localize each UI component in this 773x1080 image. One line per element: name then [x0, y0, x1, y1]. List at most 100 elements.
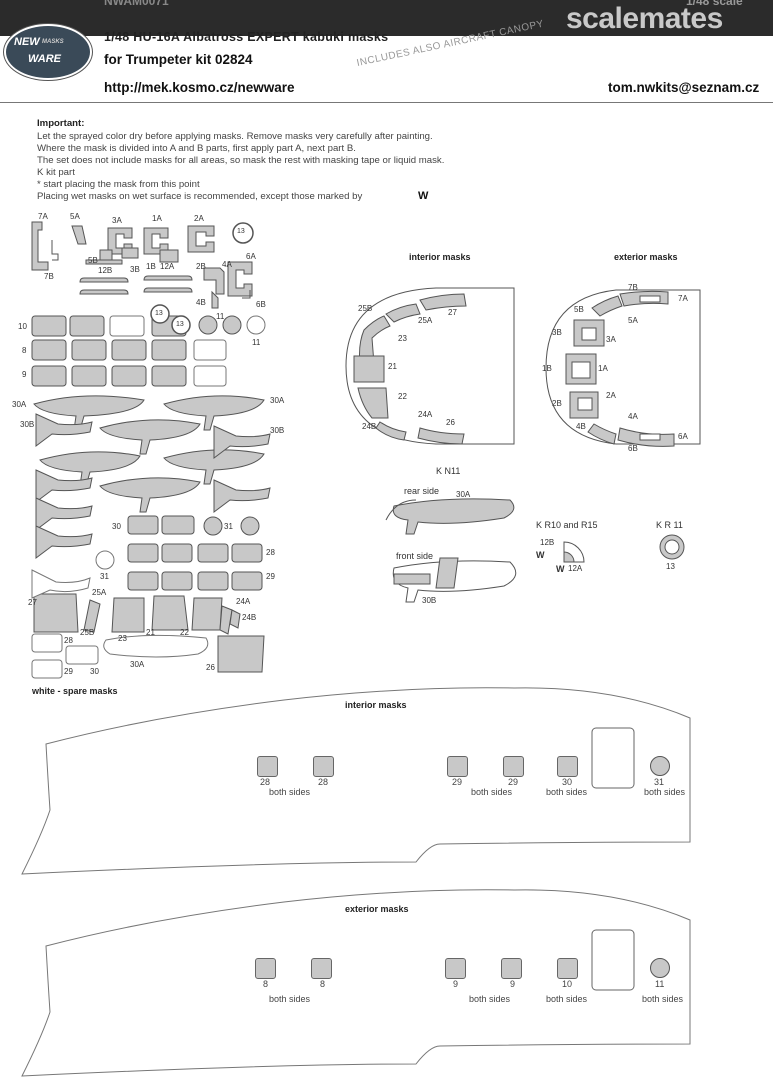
mask-square: [445, 958, 466, 979]
part-label: 31: [224, 522, 233, 531]
mask-caption: both sides: [469, 994, 511, 1004]
part-label: 4A: [628, 412, 638, 421]
exterior-diagram-title: exterior masks: [614, 252, 678, 262]
instruction-line: * start placing the mask from this point: [37, 179, 200, 190]
mask-caption: both sides: [546, 787, 588, 797]
instruction-line: Placing wet masks on wet surface is reco…: [37, 191, 363, 202]
part-label: 2A: [606, 391, 616, 400]
logo-text-mid: MASKS: [42, 39, 64, 45]
part-label: 23: [118, 634, 127, 643]
rear-side-label: rear side: [404, 486, 440, 496]
part-label: 29: [64, 667, 73, 676]
part-label: 3B: [552, 328, 562, 337]
part-label: 7A: [678, 294, 688, 303]
part-label: 31: [100, 572, 109, 581]
kit-part-kn11: K N11: [436, 466, 461, 476]
part-label: 1A: [152, 214, 162, 223]
header-divider: [0, 102, 773, 103]
part-label: 7B: [628, 283, 638, 292]
mask-caption: both sides: [269, 787, 311, 797]
logo-text-top: NEW: [14, 36, 40, 48]
part-label: 7B: [44, 272, 54, 281]
mask-square: [557, 756, 578, 777]
instruction-line: Let the sprayed color dry before applyin…: [37, 131, 433, 142]
kit-part-kr10: K R10 and R15: [536, 520, 598, 530]
part-label: 24A: [418, 410, 433, 419]
part-label: 24B: [242, 613, 257, 622]
part-label: 2B: [552, 399, 562, 408]
mask-caption: both sides: [644, 787, 686, 797]
part-label: 27: [28, 598, 37, 607]
website-url: http://mek.kosmo.cz/newware: [104, 80, 295, 95]
mask-square: [503, 756, 524, 777]
part-label: 25A: [418, 316, 433, 325]
interior-diagram-title: interior masks: [409, 252, 471, 262]
product-code: NWAM0071: [104, 0, 169, 8]
product-title: 1/48 HU-16A Albatross EXPERT kabuki mask…: [104, 30, 389, 44]
part-label: 8: [22, 346, 27, 355]
w-mark: W: [556, 564, 565, 574]
part-label: 12A: [160, 262, 175, 271]
kit-part-kr11: K R 11: [656, 520, 683, 530]
mask-caption: both sides: [269, 994, 311, 1004]
part-label: 3A: [606, 335, 616, 344]
mask-square: [557, 958, 578, 979]
instructions-heading: Important:: [37, 118, 85, 129]
part-label: 25B: [358, 304, 373, 313]
part-label: 24A: [236, 597, 251, 606]
part-label: 26: [206, 663, 215, 672]
part-label: 29: [266, 572, 275, 581]
mask-square: [311, 958, 332, 979]
part-label: 30: [112, 522, 121, 531]
part-label: 5A: [70, 212, 80, 221]
part-label: 22: [180, 628, 189, 637]
part-label: 4B: [196, 298, 206, 307]
part-label: 1B: [146, 262, 156, 271]
mask-number: 8: [320, 979, 326, 989]
part-label: 12B: [540, 538, 555, 547]
interior-sheet-title: interior masks: [345, 700, 407, 710]
mask-number: 10: [562, 979, 573, 989]
part-label: 23: [398, 334, 407, 343]
mask-caption: both sides: [471, 787, 513, 797]
part-label: 11: [252, 338, 261, 347]
part-label: 13: [237, 228, 245, 235]
part-label: 27: [448, 308, 457, 317]
mask-number: 28: [318, 777, 329, 787]
part-label: 5A: [628, 316, 638, 325]
newware-logo: NEW MASKS WARE: [4, 24, 92, 80]
part-label: 24B: [362, 422, 377, 431]
mask-number: 28: [260, 777, 271, 787]
part-label: 30A: [130, 660, 145, 669]
part-label: 30A: [12, 400, 27, 409]
mask-square: [313, 756, 334, 777]
exterior-sheet-title: exterior masks: [345, 904, 409, 914]
part-label: 21: [388, 362, 397, 371]
spare-masks-label: white - spare masks: [32, 686, 118, 696]
mask-number: 30: [562, 777, 573, 787]
mask-number: 9: [453, 979, 459, 989]
mask-square: [447, 756, 468, 777]
part-label: 11: [216, 312, 225, 321]
part-label: 30A: [270, 396, 285, 405]
part-label: 5B: [88, 256, 98, 265]
mask-square: [257, 756, 278, 777]
part-label: 26: [446, 418, 455, 427]
part-label: 25A: [92, 588, 107, 597]
mask-circle: [650, 958, 670, 978]
part-label: 25B: [80, 628, 95, 637]
part-label: 22: [398, 392, 407, 401]
header-bar: [0, 0, 773, 36]
part-label: 30: [90, 667, 99, 676]
email-address: tom.nwkits@seznam.cz: [608, 80, 760, 95]
mask-square: [255, 958, 276, 979]
part-label: 12A: [568, 564, 583, 573]
part-label: 6B: [256, 300, 266, 309]
part-label: 21: [146, 628, 155, 637]
watermark: scalemates: [566, 2, 723, 35]
part-label: 30A: [456, 490, 471, 499]
mask-caption: both sides: [642, 994, 684, 1004]
part-label: 4A: [222, 260, 232, 269]
mask-circle: [650, 756, 670, 776]
